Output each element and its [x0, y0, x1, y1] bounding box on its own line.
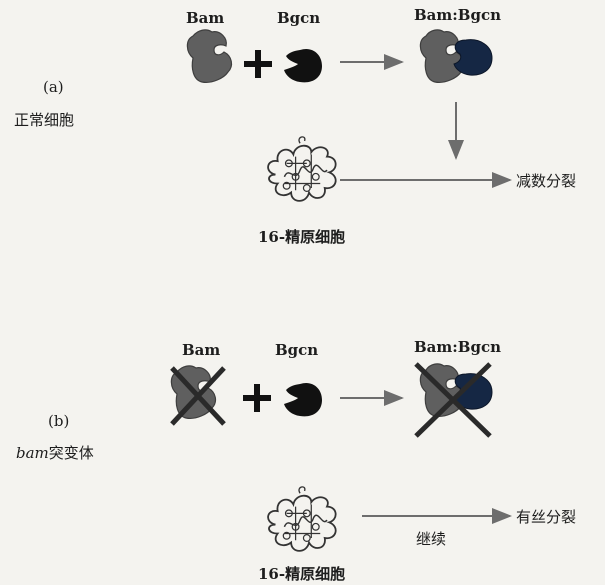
label-spermatocyte-a: 16-精原细胞 — [258, 226, 345, 247]
label-complex-a: Bam:Bgcn — [414, 6, 501, 24]
label-continue-b: 继续 — [416, 528, 446, 549]
label-bam-a: Bam — [186, 9, 224, 27]
panel-b-label: bam突变体 — [16, 442, 94, 463]
bam-bgcn-complex-a — [420, 30, 492, 82]
label-spermatocyte-b: 16-精原细胞 — [258, 563, 345, 584]
label-complex-b: Bam:Bgcn — [414, 338, 501, 356]
complex-bam-part-a — [420, 30, 463, 82]
label-bgcn-b: Bgcn — [275, 341, 318, 359]
label-outcome-b: 有丝分裂 — [516, 506, 576, 527]
bgcn-protein-a — [284, 49, 322, 82]
panel-b-label-rest: 突变体 — [49, 444, 94, 462]
label-bgcn-a: Bgcn — [277, 9, 320, 27]
bam-bgcn-complex-b-crossed — [416, 364, 492, 436]
panel-b-letter: (b) — [48, 412, 69, 430]
label-bam-b: Bam — [182, 341, 220, 359]
plus-sign-a — [244, 50, 272, 78]
panel-a-letter: (a) — [43, 78, 64, 96]
panel-b-label-italic: bam — [16, 444, 49, 462]
bgcn-protein-b — [284, 383, 322, 416]
label-outcome-a: 减数分裂 — [516, 170, 576, 191]
bam-protein-a — [187, 30, 231, 82]
panel-a-label: 正常细胞 — [14, 109, 74, 130]
bam-protein-b-crossed — [171, 366, 224, 424]
spermatocyte-cyst-a — [268, 137, 336, 201]
spermatocyte-cyst-b — [268, 487, 336, 551]
plus-sign-b — [243, 384, 271, 412]
